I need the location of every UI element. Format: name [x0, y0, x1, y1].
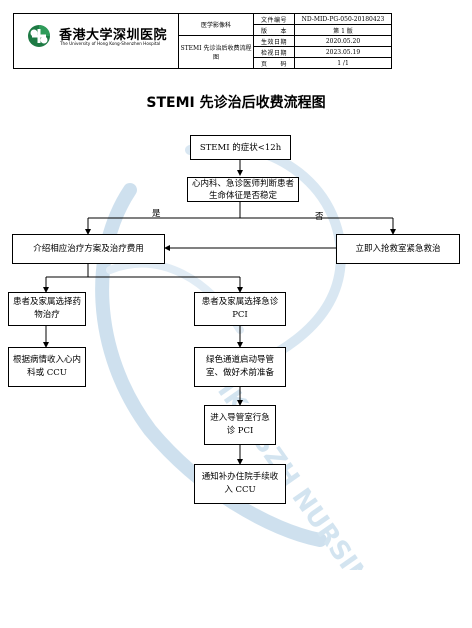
document-header-table: 香港大学深圳医院 The University of Hong Kong-She… — [13, 13, 392, 69]
flow-step-symptom: STEMI 的症状<12h — [190, 135, 291, 160]
page-title: STEMI 先诊治后收费流程图 — [146, 95, 326, 111]
hospital-logo-icon — [28, 25, 50, 47]
flow-step-green-channel: 绿色通道启动导管室、做好术前准备 — [194, 347, 286, 387]
flow-step-introduce-plan: 介绍相应治疗方案及治疗费用 — [12, 234, 165, 264]
flow-step-notify-admission: 通知补办住院手续收入 CCU — [194, 464, 286, 504]
no-label: 否 — [315, 212, 324, 222]
flow-step-emergency-rescue: 立即入抢救室紧急救治 — [336, 234, 460, 264]
yes-label: 是 — [152, 209, 161, 219]
flow-step-drug-therapy: 患者及家属选择药物治疗 — [8, 292, 86, 326]
flow-step-cath-lab: 进入导管室行急诊 PCI — [204, 405, 276, 445]
flow-step-assessment: 心内科、急诊医师判断患者生命体征是否稳定 — [187, 177, 299, 202]
hospital-name-cn: 香港大学深圳医院 — [59, 28, 168, 43]
page-number-label: 页 码 — [253, 57, 295, 69]
flow-step-choose-pci: 患者及家属选择急诊 PCI — [194, 292, 286, 326]
flow-step-admit-ccu: 根据病情收入心内科或 CCU — [8, 347, 86, 387]
hospital-name-en: The University of Hong Kong-Shenzhen Hos… — [60, 41, 161, 46]
page-number-value: 1 /1 — [294, 57, 392, 69]
hospital-logo-cell: 香港大学深圳医院 The University of Hong Kong-She… — [13, 13, 179, 69]
